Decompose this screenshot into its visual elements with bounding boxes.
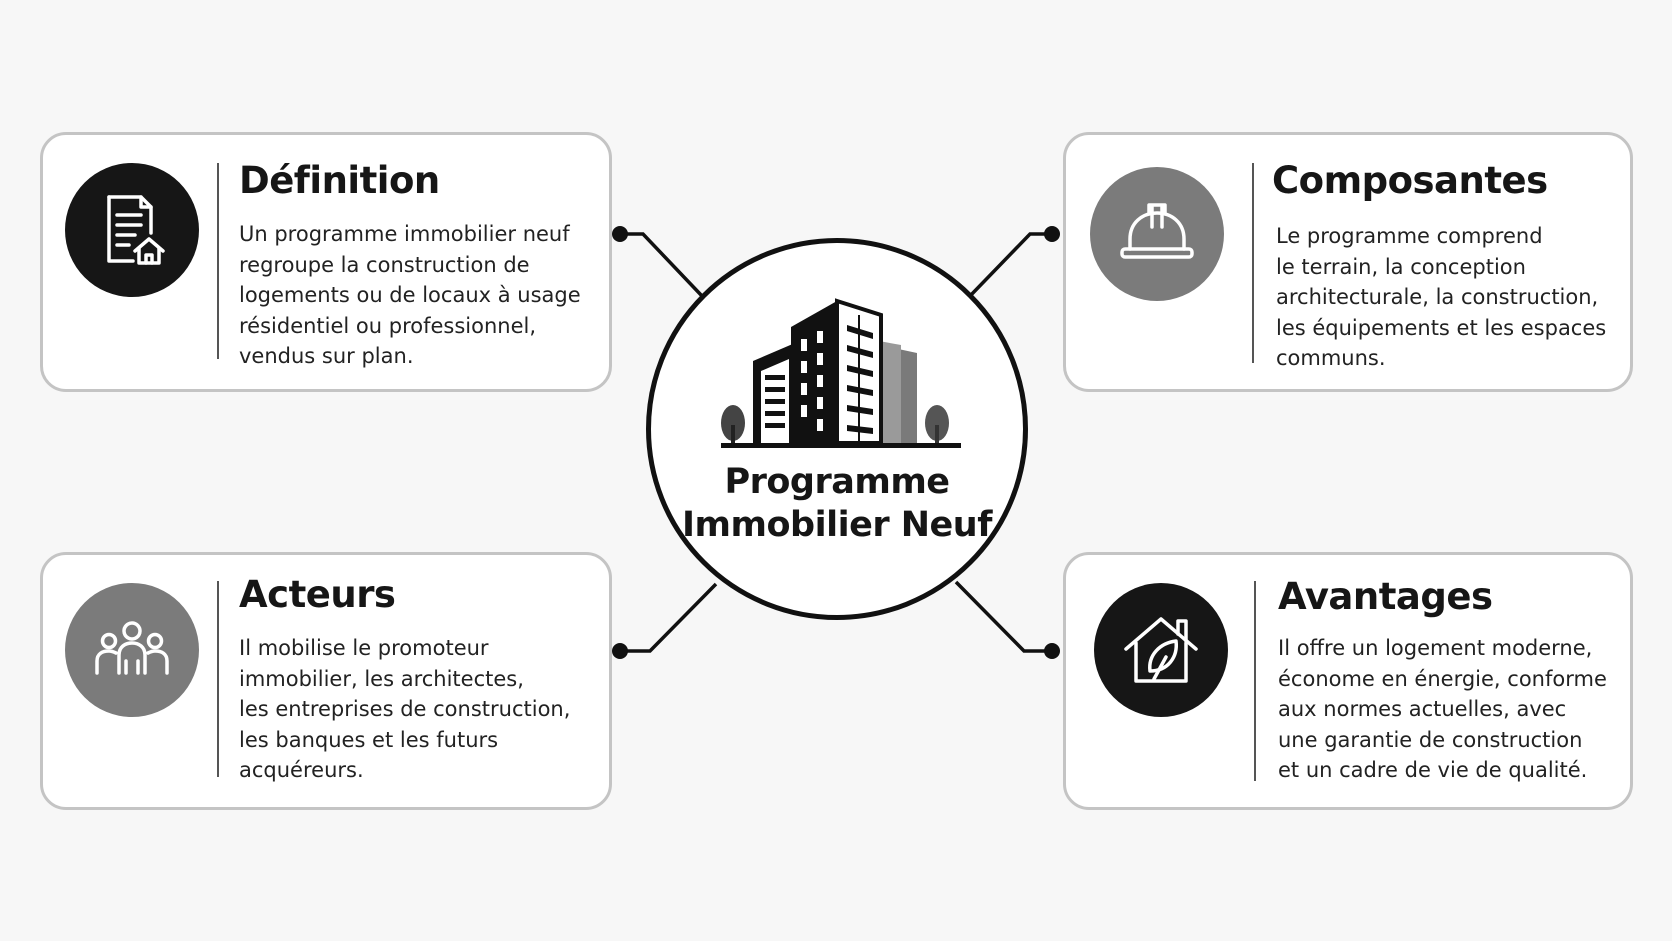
card-acteurs: Acteurs Il mobilise le promoteur immobil… [40,552,612,810]
definition-title: Définition [239,159,440,202]
avantages-text: Il offre un logement moderne, économe en… [1278,633,1638,786]
acteurs-divider [217,581,219,777]
definition-text-line: résidentiel ou professionnel, [239,313,537,338]
card-avantages: Avantages Il offre un logement moderne, … [1063,552,1633,810]
composantes-text-line: Le programme comprend [1276,224,1543,248]
people-group-icon [95,621,169,675]
card-definition: Définition Un programme immobilier neuf … [40,132,612,392]
center-title-line2: Immobilier Neuf [682,505,992,545]
composantes-icon-circle [1090,167,1224,301]
avantages-icon-circle [1094,583,1228,717]
avantages-text-line: aux normes actuelles, avec [1278,697,1567,721]
connector-acteurs [620,582,718,653]
definition-text-line: vendus sur plan. [239,344,414,368]
composantes-text-line: le terrain, la conception [1276,254,1526,279]
definition-text: Un programme immobilier neuf regroupe la… [239,219,599,372]
acteurs-title: Acteurs [239,573,396,616]
connector-composantes [968,232,1052,298]
acteurs-text-line: Il mobilise le promoteur [239,636,489,660]
composantes-text-line: communs. [1276,346,1386,370]
definition-text-line: regroupe la construction de [239,252,530,277]
avantages-text-line: Il offre un logement moderne, [1278,636,1593,660]
composantes-text: Le programme comprend le terrain, la con… [1276,221,1636,374]
acteurs-text-line: les banques et les futurs [239,727,499,752]
connector-dot-composantes [1044,226,1060,242]
avantages-text-line: une garantie de construction [1278,727,1583,752]
card-composantes: Composantes Le programme comprend le ter… [1063,132,1633,392]
center-hub: Programme Immobilier Neuf [646,238,1028,620]
composantes-text-line: architecturale, la construction, [1276,285,1599,309]
definition-icon-circle [65,163,199,297]
center-title: Programme Immobilier Neuf [651,461,1023,547]
acteurs-text: Il mobilise le promoteur immobilier, les… [239,633,599,786]
acteurs-text-line: les entreprises de construction, [239,697,571,721]
composantes-divider [1252,163,1254,363]
hard-hat-icon [1120,203,1194,259]
avantages-divider [1254,581,1256,781]
definition-text-line: Un programme immobilier neuf [239,222,570,246]
connector-avantages [954,580,1052,653]
connector-dot-definition [612,226,628,242]
avantages-text-line: économe en énergie, conforme [1278,666,1607,691]
eco-house-icon [1124,617,1198,683]
avantages-text-line: et un cadre de vie de qualité. [1278,758,1588,782]
acteurs-icon-circle [65,583,199,717]
acteurs-text-line: immobilier, les architectes, [239,666,524,691]
composantes-text-line: les équipements et les espaces [1276,315,1607,340]
avantages-title: Avantages [1278,575,1493,618]
document-house-icon [107,195,165,265]
connector-definition [620,232,704,298]
connector-dot-avantages [1044,643,1060,659]
composantes-title: Composantes [1272,159,1548,202]
building-icon [721,298,961,448]
definition-text-line: logements ou de locaux à usage [239,283,581,307]
center-title-line1: Programme [724,462,950,502]
definition-divider [217,163,219,359]
connector-dot-acteurs [612,643,628,659]
acteurs-text-line: acquéreurs. [239,758,364,782]
